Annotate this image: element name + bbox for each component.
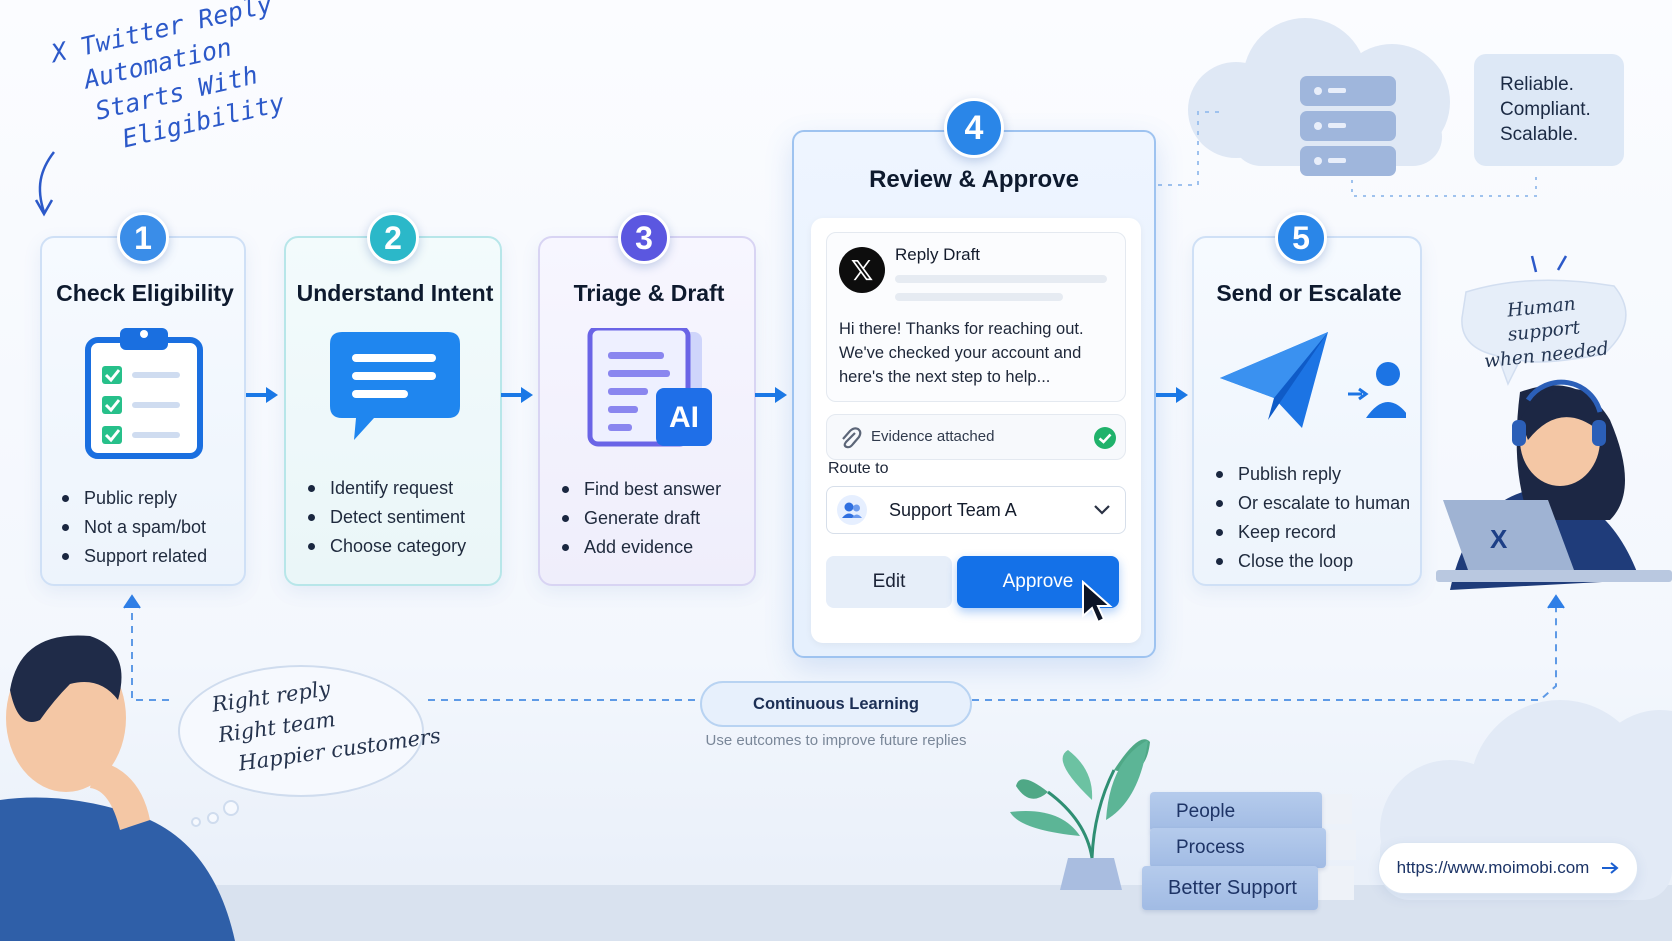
hand-arrow-icon (38, 151, 55, 213)
route-to-label: Route to (828, 460, 889, 477)
bullet-item: Keep record (1214, 518, 1410, 547)
website-url: https://www.moimobi.com (1396, 858, 1590, 877)
server-stack-icon (1300, 76, 1396, 176)
bullet-item: Detect sentiment (306, 503, 466, 532)
bullet-item: Find best answer (560, 475, 721, 504)
evidence-row[interactable]: Evidence attached (826, 414, 1126, 460)
draft-line: We've checked your account and (839, 344, 1082, 362)
tagline-line: Scalable. (1500, 124, 1579, 145)
step-number-badge: 5 (1275, 212, 1327, 264)
step-card-review-approve: 4 Review & Approve 𝕏 Reply Draft Hi ther… (792, 98, 1156, 658)
step-bullets: Public reply Not a spam/bot Support rela… (60, 484, 207, 571)
tagline-box: Reliable. Compliant. Scalable. (1474, 54, 1624, 166)
step-bullets: Find best answer Generate draft Add evid… (560, 475, 721, 562)
approve-button[interactable]: Approve (957, 556, 1119, 608)
step-bullets: Identify request Detect sentiment Choose… (306, 474, 466, 561)
bullet-item: Support related (60, 542, 207, 571)
step-title: Review & Approve (869, 166, 1079, 193)
placeholder-line (895, 293, 1063, 301)
bullet-item: Or escalate to human (1214, 489, 1410, 518)
team-icon (837, 495, 867, 525)
evidence-label: Evidence attached (871, 428, 995, 445)
step-card-triage-draft: 3 Triage & Draft AI Find best answer Gen… (538, 212, 756, 586)
paper-plane-icon (1220, 332, 1406, 428)
placeholder-line (895, 275, 1107, 283)
ai-document-icon (587, 328, 712, 447)
thought-dot (191, 817, 201, 827)
step-bullets: Publish reply Or escalate to human Keep … (1214, 460, 1410, 576)
bullet-item: Publish reply (1214, 460, 1410, 489)
loop-arrow-up-left (123, 594, 141, 609)
thinking-person-illustration (0, 635, 235, 941)
mouse-cursor-icon (1082, 580, 1113, 624)
support-agent-illustration (1436, 255, 1672, 590)
tagline-line: Reliable. (1500, 74, 1574, 95)
continuous-learning-pill: Continuous Learning (700, 681, 972, 727)
bullet-item: Public reply (60, 484, 207, 513)
bullet-item: Identify request (306, 474, 466, 503)
bullet-item: Not a spam/bot (60, 513, 207, 542)
bullet-item: Generate draft (560, 504, 721, 533)
tagline-line: Compliant. (1500, 99, 1591, 120)
website-link[interactable]: https://www.moimobi.com (1378, 842, 1638, 894)
x-logo-icon: 𝕏 (839, 247, 885, 293)
book-pages (1318, 794, 1352, 824)
book-better-support: Better Support (1142, 866, 1318, 910)
step-title: Understand Intent (296, 280, 494, 306)
chat-bubble-icon (330, 332, 460, 440)
step-number-badge: 3 (618, 212, 670, 264)
book-process: Process (1150, 828, 1326, 868)
connector-review-cloud (1158, 111, 1222, 186)
clipboard-checklist-icon (85, 328, 203, 459)
flow-arrow-icon (246, 387, 278, 403)
arrow-right-icon (1602, 862, 1619, 874)
step-number-badge: 4 (944, 98, 1004, 158)
step-title: Triage & Draft (573, 280, 725, 306)
check-circle-icon (1094, 427, 1116, 449)
loop-line-right (972, 604, 1557, 701)
step-number-badge: 1 (117, 212, 169, 264)
flow-arrow-icon (755, 387, 787, 403)
step-title: Check Eligibility (56, 280, 234, 306)
route-select-value: Support Team A (889, 500, 1017, 520)
edit-button[interactable]: Edit (826, 556, 952, 608)
step-card-send-escalate: 5 Send or Escalate Publish reply Or esca… (1192, 212, 1422, 586)
human-bubble (1461, 279, 1627, 386)
step-title: Send or Escalate (1216, 280, 1402, 306)
paperclip-icon (842, 427, 862, 449)
step-card-check-eligibility: 1 Check Eligibility Public reply Not a s… (40, 212, 246, 586)
loop-line-left (131, 600, 170, 701)
laptop-x-logo-icon: X (1490, 524, 1508, 554)
thought-bubble (178, 665, 424, 797)
approve-label: Approve (1002, 571, 1074, 592)
book-people: People (1150, 792, 1322, 832)
draft-line: here's the next step to help... (839, 368, 1051, 386)
step-card-understand-intent: 2 Understand Intent Identify request Det… (284, 212, 502, 586)
bullet-item: Add evidence (560, 533, 721, 562)
flow-arrow-icon (1156, 387, 1188, 403)
route-select[interactable]: Support Team A (826, 486, 1126, 534)
bullet-item: Choose category (306, 532, 466, 561)
book-pages (1322, 830, 1356, 860)
loop-arrow-up-right (1547, 594, 1565, 609)
reply-draft-card: 𝕏 Reply Draft Hi there! Thanks for reach… (826, 232, 1126, 402)
flow-arrow-icon (501, 387, 533, 403)
connector-cloud-tagline (1351, 172, 1537, 197)
chevron-down-icon (1094, 505, 1110, 515)
thought-dot (223, 800, 239, 816)
review-panel: 𝕏 Reply Draft Hi there! Thanks for reach… (811, 218, 1141, 643)
human-support-text: Human support when needed (1471, 289, 1618, 375)
thought-dot (207, 812, 219, 824)
step-number-badge: 2 (367, 212, 419, 264)
ai-badge: AI (669, 401, 699, 434)
continuous-learning-sub: Use eutcomes to improve future replies (705, 732, 967, 749)
reply-draft-text[interactable]: Hi there! Thanks for reaching out. We've… (839, 317, 1084, 389)
bullet-item: Close the loop (1214, 547, 1410, 576)
plant-illustration (1010, 739, 1150, 890)
draft-line: Hi there! Thanks for reaching out. (839, 320, 1084, 338)
reply-draft-label: Reply Draft (895, 245, 981, 264)
hand-arrow-head (34, 199, 54, 217)
book-pages (1314, 866, 1354, 900)
